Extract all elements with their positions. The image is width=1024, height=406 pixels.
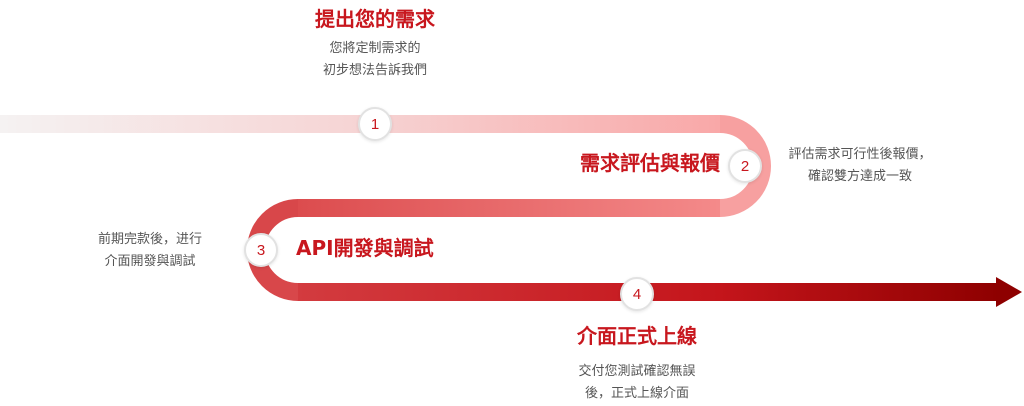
- step-4-title: 介面正式上線: [577, 324, 697, 348]
- step-2-title: 需求評估與報價: [580, 151, 720, 175]
- step-1-description: 您將定制需求的 初步想法告訴我們: [275, 38, 475, 82]
- step-2-description-line-2: 確認雙方達成一致: [807, 169, 912, 184]
- step-4-description: 交付您測試確認無誤 後，正式上線介面: [537, 361, 737, 405]
- step-3-number-badge: 3: [244, 233, 278, 267]
- step-4-description-line-2: 後，正式上線介面: [584, 386, 689, 401]
- step-2-description-line-1: 評估需求可行性後報價，: [788, 147, 932, 162]
- step-1-title: 提出您的需求: [315, 7, 435, 31]
- flow-path-segment-middle: [298, 199, 720, 217]
- step-2-number-badge: 2: [728, 149, 762, 183]
- step-2-description: 評估需求可行性後報價， 確認雙方達成一致: [770, 144, 950, 188]
- step-1-description-line-2: 初步想法告訴我們: [322, 63, 427, 78]
- step-3-title: API開發與調試: [296, 236, 434, 260]
- step-3-description-line-1: 前期完款後，进行: [97, 232, 202, 247]
- step-3-description-line-2: 介面開發與調試: [104, 254, 196, 269]
- step-1-description-line-1: 您將定制需求的: [329, 41, 421, 56]
- step-4-number-badge: 4: [620, 277, 654, 311]
- step-4-description-line-1: 交付您測試確認無誤: [578, 364, 696, 379]
- step-1-number-badge: 1: [358, 107, 392, 141]
- step-3-description: 前期完款後，进行 介面開發與調試: [65, 229, 235, 273]
- flow-arrow-head-icon: [996, 277, 1022, 307]
